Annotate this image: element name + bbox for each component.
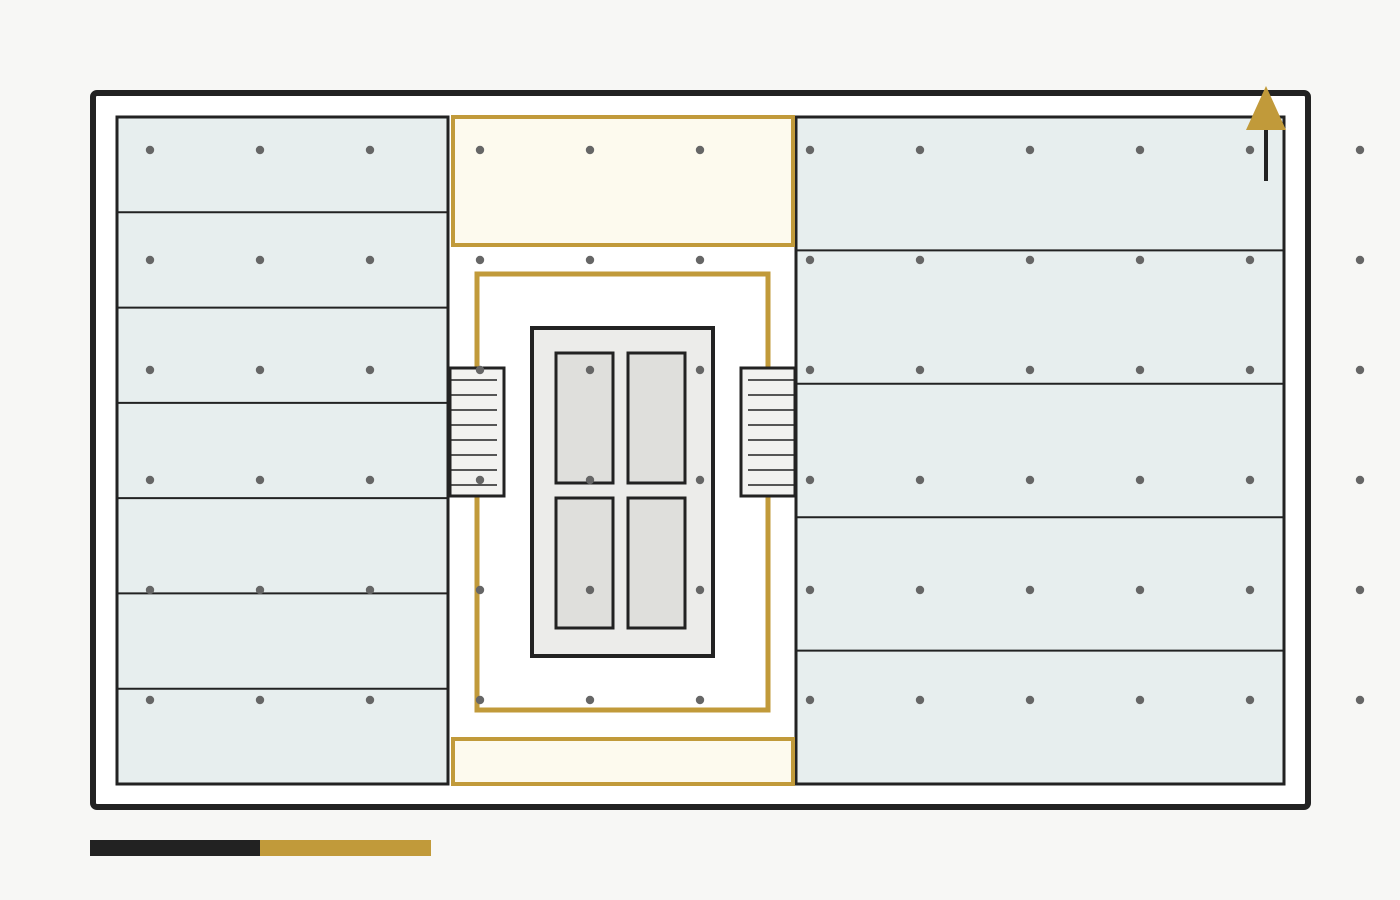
structural-column (1355, 255, 1365, 265)
structural-column (805, 695, 815, 705)
structural-column (255, 695, 265, 705)
structural-column (805, 475, 815, 485)
structural-column (585, 585, 595, 595)
structural-column (585, 475, 595, 485)
structural-column (1245, 365, 1255, 375)
east-wing-offices (796, 249, 1284, 652)
structural-column (585, 145, 595, 155)
elevator-shaft (626, 496, 687, 630)
structural-column (805, 365, 815, 375)
structural-column (145, 145, 155, 155)
west-wing-outline (115, 115, 450, 786)
north-arrow-icon (1246, 86, 1286, 181)
structural-column (475, 585, 485, 595)
structural-column (805, 255, 815, 265)
structural-column (1025, 365, 1035, 375)
structural-column (1135, 695, 1145, 705)
structural-column (1355, 585, 1365, 595)
structural-column (695, 145, 705, 155)
north-arrow-head (1246, 86, 1286, 130)
east-wing-outline (794, 115, 1286, 786)
structural-column (255, 365, 265, 375)
stair-west-outline (448, 366, 506, 498)
structural-column (1025, 145, 1035, 155)
structural-column-grid (145, 145, 1365, 705)
structural-column (915, 695, 925, 705)
structural-column (1245, 585, 1255, 595)
elevator-shaft (554, 351, 615, 485)
structural-column (695, 475, 705, 485)
structural-column (255, 255, 265, 265)
stair-east (739, 366, 797, 498)
structural-column (1245, 255, 1255, 265)
structural-column (1025, 585, 1035, 595)
elevator-shaft (554, 496, 615, 630)
structural-column (915, 145, 925, 155)
stair-west (448, 366, 506, 498)
scale-bar (90, 840, 431, 856)
structural-column (585, 695, 595, 705)
west-wing-offices (117, 211, 448, 690)
structural-column (1355, 145, 1365, 155)
structural-column (1245, 695, 1255, 705)
scale-bar-segment-dark (90, 840, 260, 856)
east-wing (794, 115, 1286, 786)
structural-column (475, 255, 485, 265)
structural-column (365, 585, 375, 595)
structural-column (585, 365, 595, 375)
structural-column (915, 475, 925, 485)
structural-column (695, 365, 705, 375)
structural-column (585, 255, 595, 265)
structural-column (915, 365, 925, 375)
structural-column (365, 365, 375, 375)
structural-column (365, 255, 375, 265)
structural-column (805, 585, 815, 595)
structural-column (1025, 695, 1035, 705)
structural-column (695, 585, 705, 595)
structural-column (1355, 475, 1365, 485)
structural-column (255, 145, 265, 155)
structural-column (695, 695, 705, 705)
structural-column (475, 145, 485, 155)
structural-column (1245, 145, 1255, 155)
structural-column (145, 365, 155, 375)
structural-column (805, 145, 815, 155)
structural-column (255, 585, 265, 595)
structural-column (475, 695, 485, 705)
structural-column (695, 255, 705, 265)
structural-column (365, 145, 375, 155)
structural-column (475, 365, 485, 375)
north-highlight-zone (451, 115, 795, 247)
structural-column (1135, 255, 1145, 265)
structural-column (1025, 255, 1035, 265)
structural-column (255, 475, 265, 485)
structural-column (1245, 475, 1255, 485)
elevator-core (530, 326, 715, 658)
south-highlight-zone (451, 737, 795, 786)
structural-column (1135, 585, 1145, 595)
structural-column (145, 585, 155, 595)
stair-east-outline (739, 366, 797, 498)
structural-column (145, 255, 155, 265)
structural-column (365, 475, 375, 485)
structural-column (915, 585, 925, 595)
structural-column (1135, 365, 1145, 375)
structural-column (145, 695, 155, 705)
structural-column (365, 695, 375, 705)
structural-column (915, 255, 925, 265)
structural-column (475, 475, 485, 485)
elevator-shaft (626, 351, 687, 485)
structural-column (1135, 145, 1145, 155)
structural-column (1355, 365, 1365, 375)
west-wing (115, 115, 450, 786)
structural-column (1025, 475, 1035, 485)
scale-bar-segment-gold (260, 840, 431, 856)
structural-column (145, 475, 155, 485)
structural-column (1355, 695, 1365, 705)
structural-column (1135, 475, 1145, 485)
